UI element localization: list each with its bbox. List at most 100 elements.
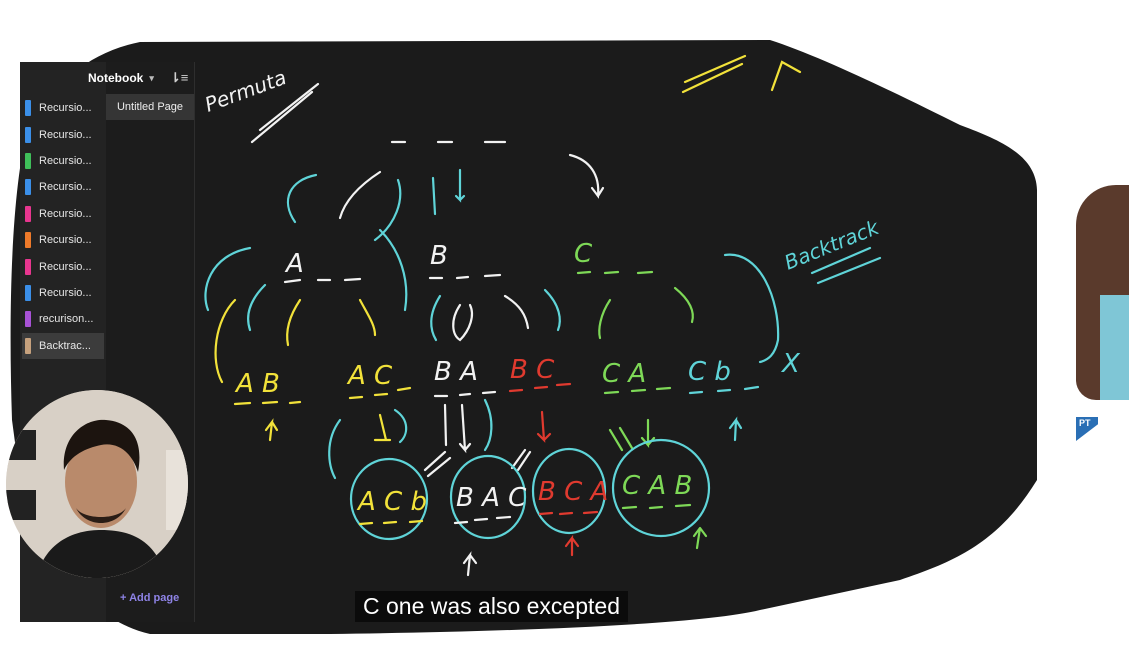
section-color-tab [25,100,31,117]
up-arrow [264,418,279,442]
level2-ba: B A [434,357,478,387]
section-label: Recursio... [39,234,92,247]
level3-blanks [453,515,512,525]
level3-blanks [358,519,424,526]
result-circle-bac [449,454,527,540]
backtrack-arrow [723,253,780,364]
panel-divider [194,62,195,622]
section-list: Recursio... Recursio... Recursio... Recursi… [22,95,104,359]
backtrack-word: Backtrack [781,215,884,275]
section-label: Recursio... [39,207,92,220]
presenter-figure [6,390,188,578]
add-page-button[interactable]: + Add page [120,592,179,604]
level2-ac: A C [346,361,393,391]
level1-a: A [284,249,304,279]
section-color-tab [25,232,31,249]
add-page-label: Add page [129,592,180,604]
section-item[interactable]: Recursio... [22,95,104,121]
arrow [378,228,408,312]
level1-blanks-b [428,273,502,280]
section-item[interactable]: recurison... [22,306,104,332]
level3-blanks [621,503,692,510]
level2-blanks [233,400,302,406]
up-arrow [692,526,708,550]
section-item[interactable]: Recursio... [22,253,104,279]
section-item[interactable]: Recursio... [22,201,104,227]
check-strokes [423,448,532,478]
arrow [286,298,302,347]
section-item[interactable]: Recursio... [22,148,104,174]
section-color-tab [25,311,31,328]
up-arrow [728,416,743,442]
section-color-tab [25,152,31,169]
section-label: Backtrac... [39,339,91,352]
arrow [536,410,552,443]
section-item[interactable]: Recursio... [22,280,104,306]
level1-blanks-c [576,270,654,275]
arrow [673,286,694,324]
level1-c: C [574,239,593,269]
section-label: recurison... [39,313,94,326]
level2-ca: C A [602,359,646,389]
yellow-stroke [681,54,802,94]
up-arrow [462,551,478,577]
level2-blanks [508,382,572,393]
level3-bca: B C A [538,477,608,507]
level3-bac: B A C [456,483,527,513]
secondary-video-thumbnail[interactable] [1076,185,1129,400]
section-label: Recursio... [39,154,92,167]
arrow [503,294,530,330]
level2-ab: A B [234,369,280,399]
arrow [204,246,252,312]
page-item-untitled[interactable]: Untitled Page [106,94,194,120]
sort-icon[interactable]: ⇂≡ [169,70,189,85]
level1-b: B [430,241,448,271]
title-underline [250,82,320,144]
arrow [373,413,392,442]
section-item[interactable]: Backtrac... [22,332,104,359]
section-label: Recursio... [39,286,92,299]
arrow [608,418,656,452]
title-word: Permuta [202,65,290,117]
section-color-tab [25,179,31,196]
section-item[interactable]: Recursio... [22,174,104,200]
arrow [543,288,561,332]
section-color-tab [25,258,31,275]
notebook-label: Notebook [88,71,144,85]
arrow [247,283,267,332]
prune-mark: X [780,349,801,379]
plus-icon: + [120,592,130,604]
result-circle-acb [349,457,429,541]
level2-blanks [348,386,412,400]
thumbnail-figure [1100,295,1129,400]
notebook-selector[interactable]: Notebook ▾ ⇂≡ [88,68,188,88]
section-color-tab [25,205,31,222]
section-color-tab [25,126,31,143]
arrow [443,403,472,454]
section-item[interactable]: Recursio... [22,227,104,253]
level2-blanks [603,386,672,395]
section-label: Recursio... [39,260,92,273]
arrow [483,398,493,452]
section-item[interactable]: Recursio... [22,121,104,147]
up-arrow [564,534,580,557]
arrow [286,173,318,224]
section-label: Recursio... [39,128,92,141]
result-circle-cab [611,438,711,538]
arrow [393,408,408,444]
arrow [430,294,442,342]
level2-blanks [688,385,760,395]
arrow [214,298,237,384]
chevron-down-icon: ▾ [149,72,154,83]
arrow [431,168,466,216]
backtrack-underline [810,246,882,285]
level3-blanks [538,510,599,516]
arrow [598,298,612,340]
level3-cab: C A B [622,471,692,501]
arrow [338,170,382,220]
arrow [328,418,342,480]
section-label: Recursio... [39,181,92,194]
level3-acb: A C b [356,487,427,517]
